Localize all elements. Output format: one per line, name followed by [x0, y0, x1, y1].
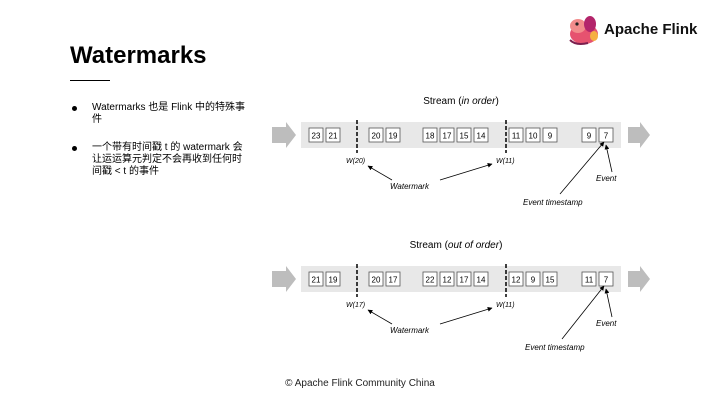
bullet-item: Watermarks 也是 Flink 中的特殊事件 — [70, 102, 250, 126]
bullet-text: Watermarks 也是 Flink 中的特殊事件 — [92, 102, 245, 125]
event-box — [422, 271, 438, 287]
slide-title: Watermarks — [70, 42, 207, 69]
event-box — [456, 127, 472, 143]
stream-output-arrow — [628, 122, 650, 148]
event-timestamp-pointer-arrow — [561, 285, 605, 340]
watermark-pointer-arrow — [439, 162, 493, 181]
event-box — [542, 127, 558, 143]
event-box — [325, 127, 341, 143]
event-timestamp-value: 18 — [426, 132, 435, 141]
event-box — [598, 271, 614, 287]
event-timestamp-value: 22 — [426, 276, 435, 285]
event-box — [542, 271, 558, 287]
event-boxes: 23 21 20 19 18 17 15 14 11 10 9 9 7 — [308, 127, 614, 143]
title-underline — [70, 80, 110, 81]
bullet-list: Watermarks 也是 Flink 中的特殊事件 一个带有时间戳 t 的 w… — [70, 102, 250, 194]
stream-output-arrow — [628, 266, 650, 292]
event-box — [368, 127, 384, 143]
event-timestamp-value: 15 — [460, 132, 469, 141]
event-timestamp-value: 17 — [460, 276, 469, 285]
event-box — [308, 271, 324, 287]
event-boxes: 21 19 20 17 22 12 17 14 12 9 15 11 7 — [308, 271, 614, 287]
event-timestamp-value: 15 — [546, 276, 555, 285]
event-box — [439, 271, 455, 287]
event-timestamp-value: 9 — [587, 132, 592, 141]
watermark-label: W(11) — [496, 158, 515, 165]
event-timestamp-value: 11 — [512, 132, 521, 141]
event-timestamp-value: 12 — [512, 276, 521, 285]
event-timestamp-value: 17 — [389, 276, 398, 285]
event-timestamp-pointer-arrow — [559, 141, 605, 195]
watermark-pointer-arrow — [439, 306, 493, 325]
event-timestamp-value: 20 — [372, 276, 381, 285]
event-timestamp-value: 17 — [443, 132, 452, 141]
event-box — [422, 127, 438, 143]
apache-flink-logo: Apache Flink — [566, 12, 716, 52]
event-box — [456, 271, 472, 287]
watermark-label: W(20) — [346, 158, 365, 165]
event-timestamp-value: 9 — [548, 132, 553, 141]
event-timestamp-value: 9 — [531, 276, 536, 285]
event-timestamp-value: 21 — [329, 132, 338, 141]
event-timestamp-value: 11 — [585, 276, 594, 285]
bullet-text: 一个带有时间戳 t 的 watermark 会让运运算元判定不会再收到任何时间戳… — [92, 142, 243, 177]
event-timestamp-caption: Event timestamp — [525, 343, 585, 352]
event-timestamp-value: 19 — [329, 276, 338, 285]
event-timestamp-value: 21 — [312, 276, 321, 285]
event-box — [525, 127, 541, 143]
event-pointer-arrow — [604, 144, 613, 173]
bullet-dot — [72, 146, 77, 151]
event-box — [308, 127, 324, 143]
event-timestamp-value: 10 — [529, 132, 538, 141]
event-box — [385, 271, 401, 287]
event-box — [325, 271, 341, 287]
event-box — [473, 271, 489, 287]
event-timestamp-value: 14 — [477, 276, 486, 285]
event-timestamp-value: 19 — [389, 132, 398, 141]
event-box — [581, 271, 597, 287]
event-timestamp-value: 23 — [312, 132, 321, 141]
stream-in-order: Stream (in order) 23 21 20 19 18 17 15 14 11 10 9 9… — [272, 96, 650, 207]
event-box — [525, 271, 541, 287]
stream-out-of-order: Stream (out of order) 21 19 20 17 22 12 17 14 12… — [272, 240, 650, 352]
event-box — [385, 127, 401, 143]
watermark-caption: Watermark — [390, 182, 430, 191]
event-box — [581, 127, 597, 143]
stream-label: Stream (in order) — [423, 96, 499, 107]
event-box — [473, 127, 489, 143]
stream-input-arrow — [272, 122, 296, 148]
stream-input-arrow — [272, 266, 296, 292]
event-box — [598, 127, 614, 143]
event-box — [508, 127, 524, 143]
event-timestamp-value: 12 — [443, 276, 452, 285]
event-caption: Event — [596, 174, 617, 183]
bullet-item: 一个带有时间戳 t 的 watermark 会让运运算元判定不会再收到任何时间戳… — [70, 142, 250, 178]
event-caption: Event — [596, 319, 617, 328]
watermark-pointer-arrow — [367, 165, 393, 181]
event-box — [439, 127, 455, 143]
event-box — [368, 271, 384, 287]
event-timestamp-value: 14 — [477, 132, 486, 141]
footer-copyright: © Apache Flink Community China — [285, 378, 435, 389]
flink-squirrel-icon — [569, 16, 598, 45]
logo-text: Apache Flink — [604, 21, 698, 38]
watermark-label: W(17) — [346, 302, 365, 309]
event-timestamp-value: 7 — [604, 132, 609, 141]
watermark-label: W(11) — [496, 302, 515, 309]
stream-label: Stream (out of order) — [410, 240, 503, 251]
event-timestamp-value: 20 — [372, 132, 381, 141]
event-pointer-arrow — [604, 288, 613, 318]
watermark-caption: Watermark — [390, 326, 430, 335]
event-timestamp-caption: Event timestamp — [523, 198, 583, 207]
event-box — [508, 271, 524, 287]
watermark-pointer-arrow — [367, 309, 393, 325]
bullet-dot — [72, 106, 77, 111]
event-timestamp-value: 7 — [604, 276, 609, 285]
